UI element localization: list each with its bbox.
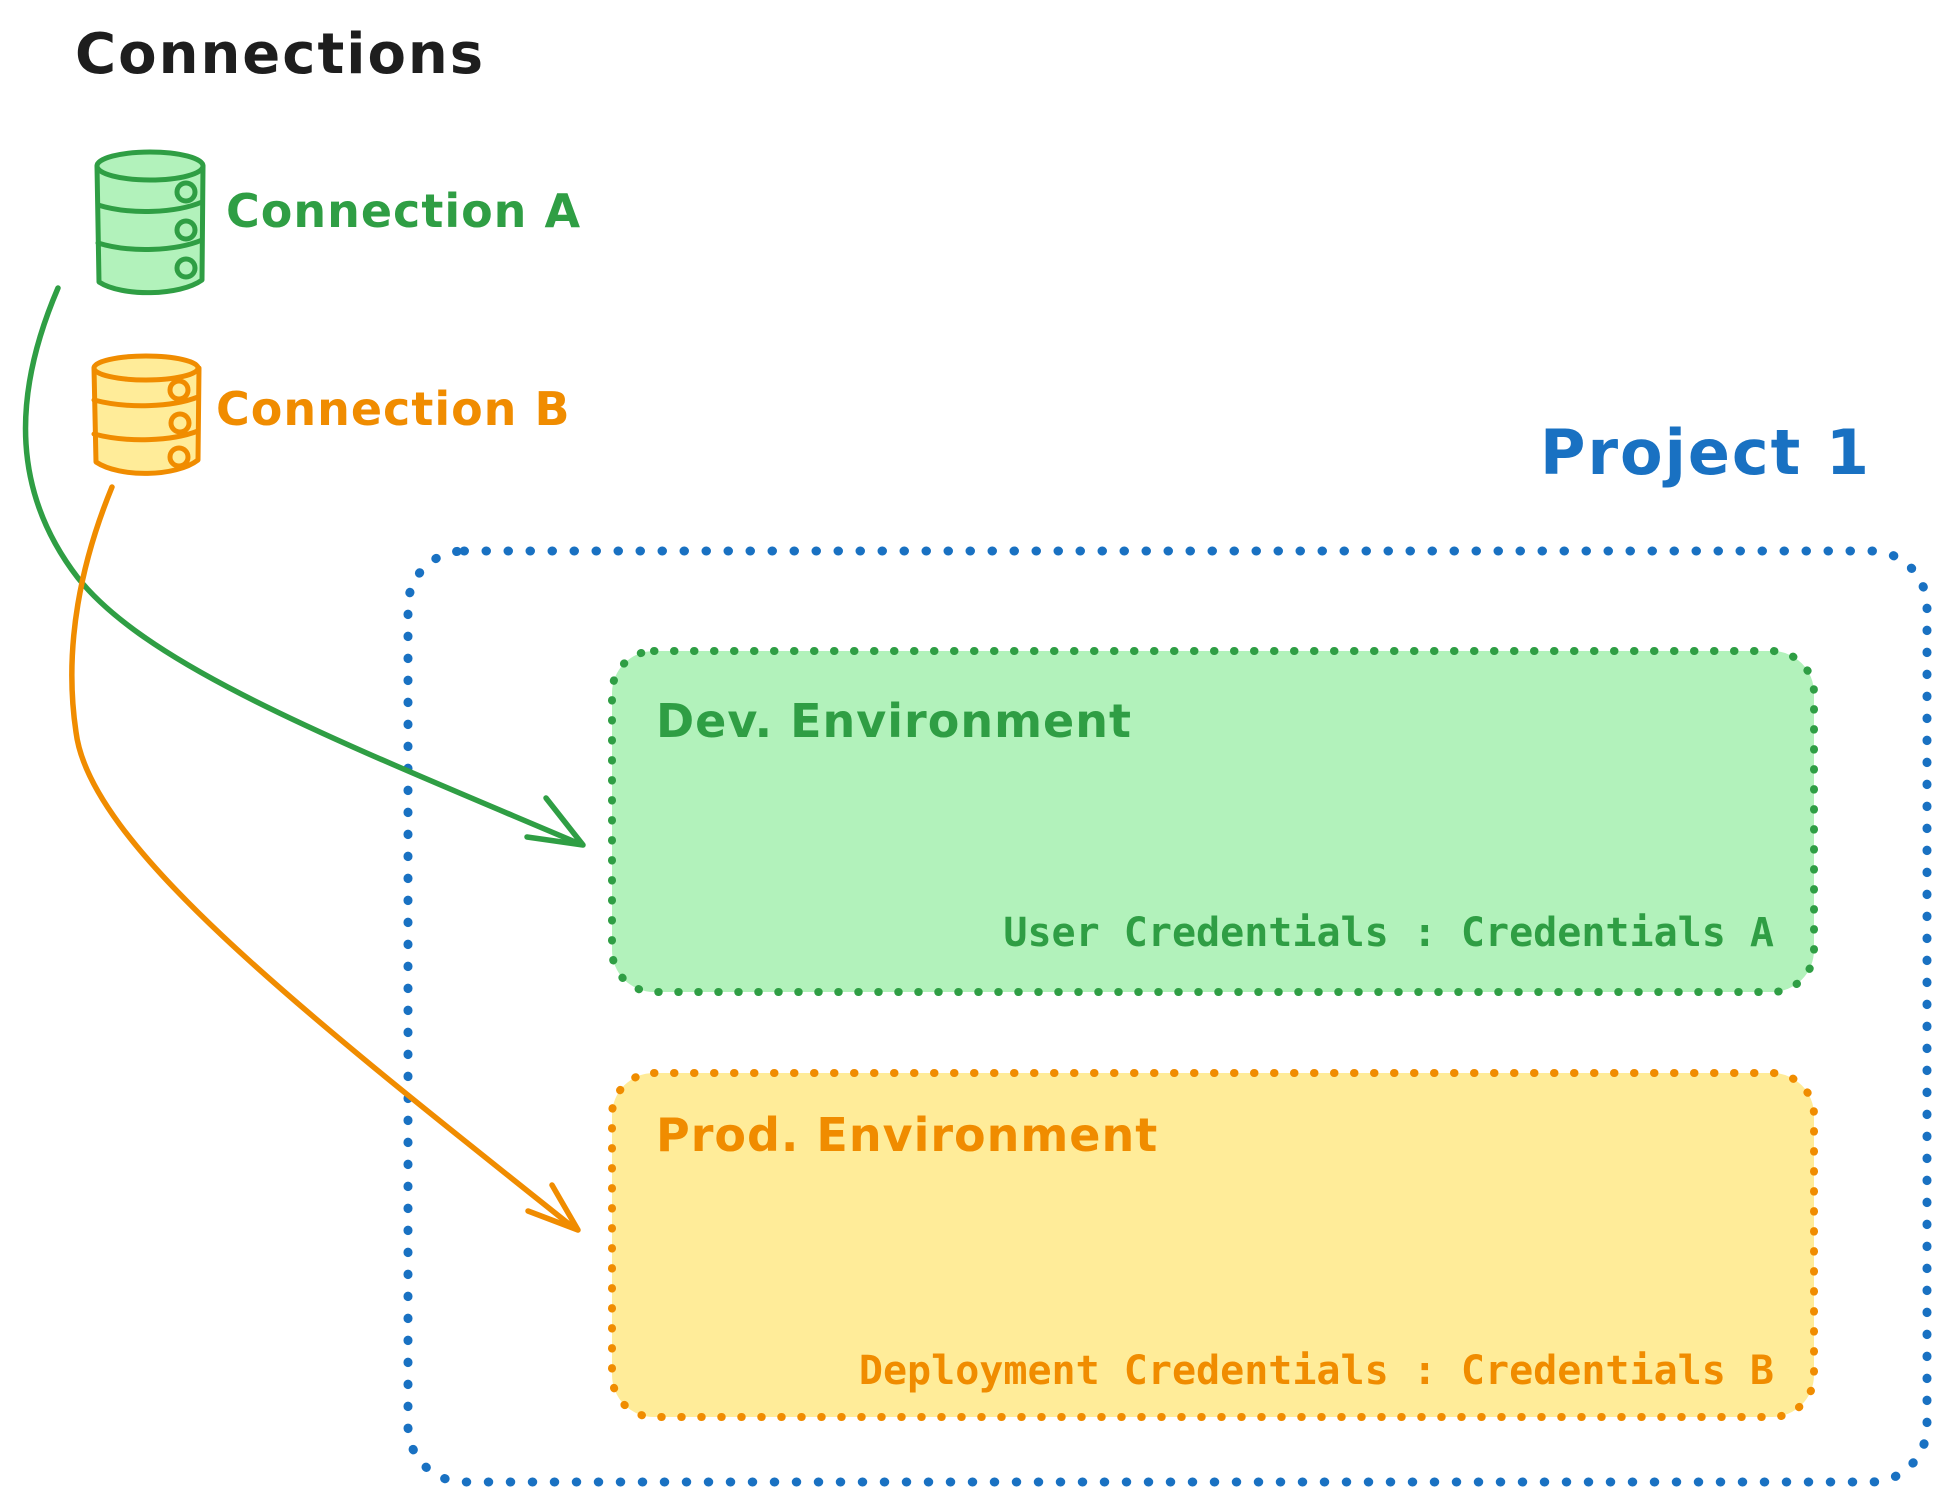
connection-b-label: Connection B	[216, 382, 571, 436]
database-icon-connection-a	[94, 149, 206, 296]
dev-environment-box	[608, 647, 1818, 996]
diagram-title: Connections	[75, 22, 486, 87]
dev-environment-title: Dev. Environment	[656, 694, 1132, 748]
prod-environment-title: Prod. Environment	[656, 1108, 1159, 1162]
arrow-connection-a-to-dev	[22, 285, 586, 848]
project-title: Project 1	[1540, 416, 1872, 489]
database-icon-connection-b	[91, 353, 202, 476]
connection-a-label: Connection A	[226, 184, 582, 238]
prod-credentials-text: Deployment Credentials : Credentials B	[858, 1348, 1774, 1394]
prod-environment-box	[608, 1069, 1818, 1421]
arrow-connection-b-to-prod	[69, 484, 581, 1233]
project-container-box	[403, 546, 1932, 1487]
dev-credentials-text: User Credentials : Credentials A	[1003, 910, 1774, 956]
